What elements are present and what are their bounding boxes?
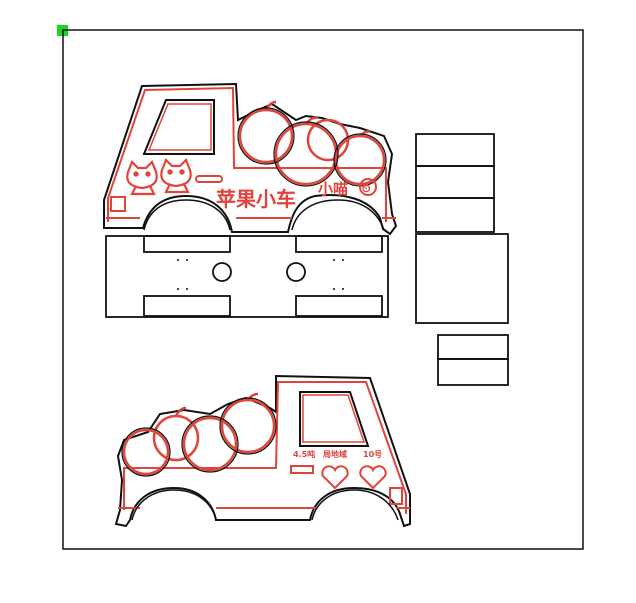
apple-icon	[238, 108, 294, 164]
heart-icon	[321, 465, 349, 490]
chassis-slot-top-right	[295, 235, 383, 253]
top-truck-apples	[238, 100, 386, 186]
top-truck-window-print	[147, 103, 212, 151]
apple-icon	[122, 428, 170, 476]
bottom-truck-rear-wheel-arch	[131, 489, 217, 521]
apple-icon	[334, 134, 386, 186]
top-truck-front-wheel-arch	[143, 199, 231, 231]
top-truck-print-outline	[107, 86, 387, 222]
bottom-truck-apples	[122, 392, 276, 476]
top-truck-headlight	[110, 196, 126, 212]
sheet-border	[62, 29, 584, 550]
top-truck-door-handle	[195, 175, 223, 183]
tab-strip-1	[415, 133, 495, 167]
tab-panel-large	[415, 233, 509, 324]
bottom-truck-front-wheel-arch	[311, 489, 399, 521]
bottom-truck-window	[299, 391, 370, 447]
tab-strip-3	[415, 197, 495, 233]
apple-icon	[182, 416, 238, 472]
bottom-truck-panel: 4.5吨 局地域 10号	[114, 374, 411, 528]
bottom-truck-window-print	[302, 394, 366, 443]
apple-icon	[306, 118, 350, 162]
top-truck-window	[142, 99, 215, 155]
axle-hole-left	[212, 262, 232, 282]
chassis-dots	[177, 259, 344, 290]
bottom-truck-label-middle: 局地域	[322, 449, 347, 459]
tab-strip-4	[437, 334, 509, 360]
top-truck-title: 苹果小车	[216, 187, 296, 211]
top-truck-brand-badge-glyph: ⏲	[362, 182, 371, 195]
tab-strip-2	[415, 165, 495, 199]
chassis-slot-bottom-right	[295, 295, 383, 317]
bottom-truck-label-left: 4.5吨	[293, 449, 315, 459]
top-truck-cut-outline	[103, 82, 398, 236]
top-truck-rear-wheel-arch	[291, 199, 385, 231]
chassis-base-panel	[105, 235, 389, 318]
bottom-truck-headlight	[389, 487, 403, 505]
side-tabs	[415, 133, 509, 386]
chassis-slot-top-left	[143, 235, 231, 253]
cat-face-icon	[160, 158, 192, 194]
heart-icon	[359, 465, 387, 490]
chassis-base-outline	[105, 235, 389, 318]
top-truck-brand-badge	[359, 178, 377, 196]
top-truck-panel: 苹果小车 小喵 ⏲	[103, 82, 398, 236]
bottom-truck-label-right: 10号	[363, 450, 382, 459]
cat-face-icon	[126, 160, 158, 196]
bottom-truck-door-handle	[290, 465, 314, 474]
top-truck-brand: 小喵	[318, 180, 348, 198]
chassis-slot-bottom-left	[143, 295, 231, 317]
axle-hole-right	[286, 262, 306, 282]
bottom-truck-print-outline	[123, 381, 407, 514]
tab-strip-5	[437, 358, 509, 386]
